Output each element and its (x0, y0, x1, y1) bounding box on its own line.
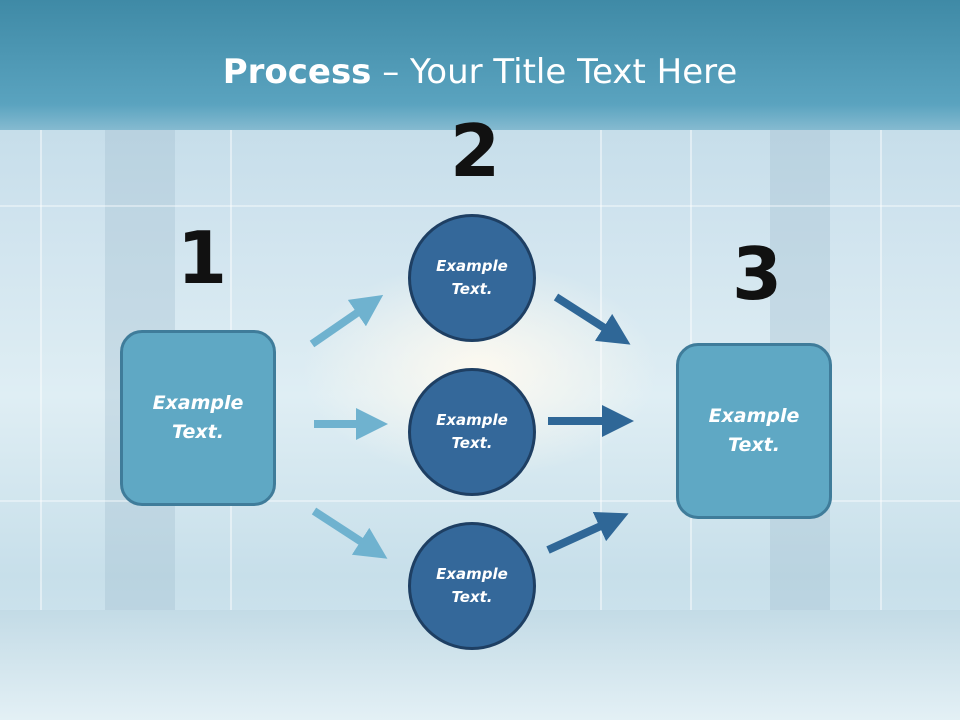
step-2-circle-bottom[interactable]: Example Text. (408, 522, 536, 650)
window-frame (600, 130, 602, 630)
arrow-1-to-2-bottom (311, 507, 388, 559)
window-frame (880, 130, 882, 630)
circle-text-line1: Example (436, 565, 508, 583)
window-frame (0, 205, 960, 207)
window-frame (0, 500, 960, 502)
step-1-text: Example Text. (153, 389, 244, 447)
step-1-number: 1 (177, 216, 228, 300)
step-3-text: Example Text. (709, 402, 800, 460)
circle-text: Example Text. (436, 409, 508, 455)
window-frame (40, 130, 42, 630)
circle-text: Example Text. (436, 563, 508, 609)
step-2-circle-middle[interactable]: Example Text. (408, 368, 536, 496)
arrow-1-to-2-top (309, 294, 384, 348)
circle-text-line2: Text. (451, 434, 493, 452)
circle-text-line1: Example (436, 257, 508, 275)
circle-text: Example Text. (436, 255, 508, 301)
step-2-circle-top[interactable]: Example Text. (408, 214, 536, 342)
circle-text-line2: Text. (451, 588, 493, 606)
step-1-text-line2: Text. (172, 421, 224, 443)
step-3-box[interactable]: Example Text. (676, 343, 832, 519)
arrow-2-top-to-3 (553, 293, 631, 345)
title-bold: Process (222, 52, 372, 92)
title-banner (0, 0, 960, 130)
step-2-number: 2 (450, 109, 501, 193)
step-3-number: 3 (732, 232, 783, 316)
step-3-text-line2: Text. (728, 434, 780, 456)
slide-title: Process – Your Title Text Here (0, 52, 960, 92)
circle-text-line2: Text. (451, 280, 493, 298)
step-1-text-line1: Example (152, 392, 244, 414)
title-rest: – Your Title Text Here (371, 52, 738, 92)
circle-text-line1: Example (436, 411, 508, 429)
step-3-text-line1: Example (708, 405, 800, 427)
step-1-box[interactable]: Example Text. (120, 330, 276, 506)
arrow-2-bottom-to-3 (546, 512, 629, 554)
